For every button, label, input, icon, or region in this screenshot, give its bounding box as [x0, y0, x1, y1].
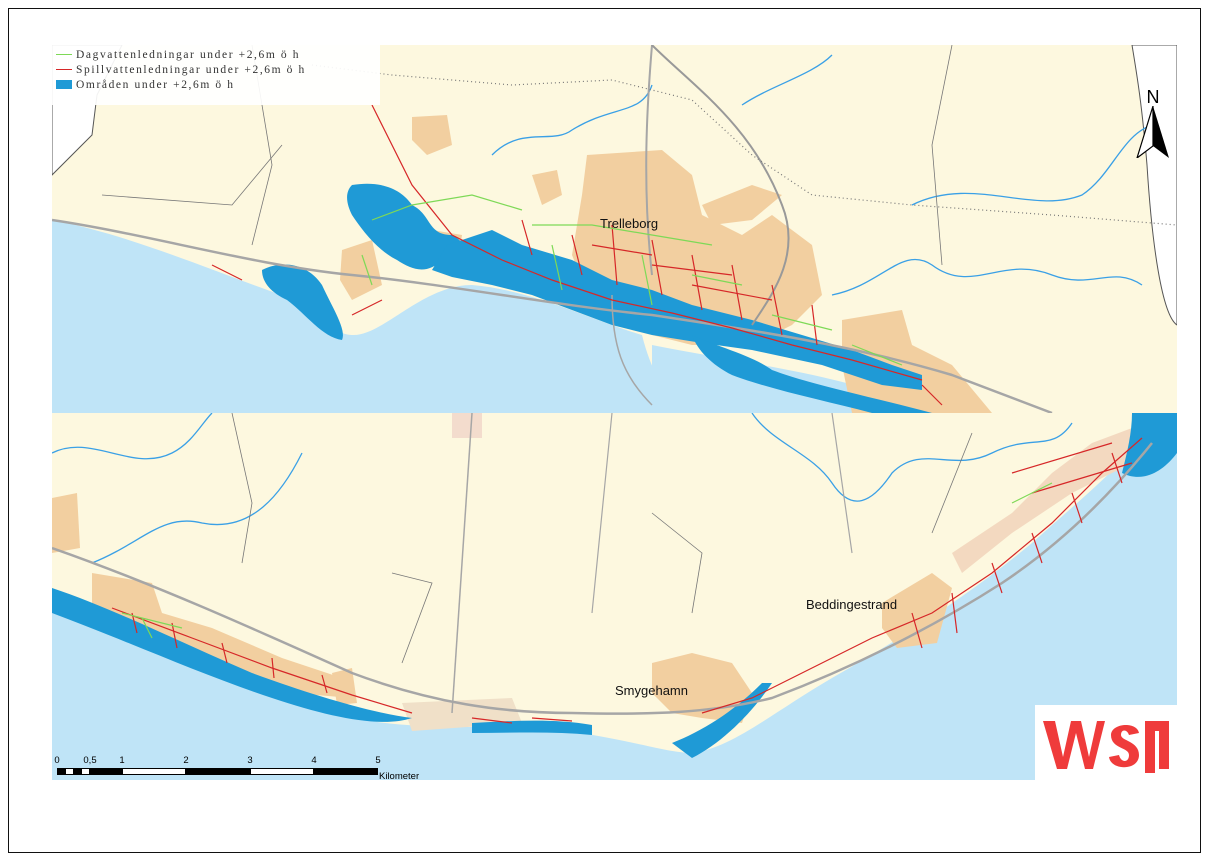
railway-line: [311, 64, 1177, 226]
scale-bar: 0 0,5 1 2 3 4 5 Kilometer: [52, 755, 472, 785]
flood-area: [347, 183, 463, 270]
map-canvas-top: [52, 45, 1177, 413]
scale-tick-label: 0: [54, 755, 60, 766]
urban-beddingestrand: [882, 573, 952, 648]
road: [645, 45, 653, 276]
legend-item-stormwater: Dagvattenledningar under +2,6m ö h: [56, 47, 380, 62]
boundary-line: [931, 432, 973, 534]
storm-pipes: [361, 194, 903, 366]
north-arrow: N: [1130, 87, 1176, 160]
boundary-line: [391, 572, 433, 664]
road-harbour: [611, 294, 653, 406]
urban-area: [332, 668, 357, 705]
flood-area: [472, 720, 592, 735]
legend-item-low-areas: Områden under +2,6m ö h: [56, 77, 380, 92]
wsp-logo: [1035, 705, 1177, 780]
urban-area: [452, 413, 482, 438]
scale-segment: [89, 768, 122, 775]
scale-segment: [186, 768, 250, 775]
flood-area-west: [52, 588, 412, 722]
urban-area: [92, 573, 352, 698]
scale-tick-label: 3: [247, 755, 253, 766]
stream-line: [741, 54, 833, 106]
legend-swatch-blue-fill: [56, 80, 72, 89]
legend-swatch-green-line: [56, 54, 72, 55]
urban-east: [952, 428, 1152, 573]
boundary-line: [651, 512, 703, 614]
north-letter: N: [1146, 87, 1160, 107]
road: [831, 413, 853, 554]
urban-area: [702, 185, 782, 225]
legend-swatch-red-line: [56, 69, 72, 70]
sewer-pipes: [111, 437, 1143, 724]
place-label-beddingestrand: Beddingestrand: [806, 597, 898, 612]
legend-label: Dagvattenledningar under +2,6m ö h: [76, 48, 301, 61]
flood-area: [672, 683, 772, 758]
road-coastal: [52, 442, 1153, 715]
urban-area: [532, 170, 562, 205]
wsp-logo-icon: [1043, 720, 1169, 773]
urban-area: [412, 115, 452, 155]
scale-segment: [122, 768, 186, 775]
map-panel-coast-east[interactable]: [52, 413, 1177, 780]
place-label-trelleborg: Trelleborg: [600, 216, 659, 231]
scale-tick-label: 2: [183, 755, 189, 766]
north-arrow-icon: [1135, 105, 1169, 160]
scale-tick-label: 0,5: [83, 755, 97, 766]
boundary-line: [931, 45, 953, 266]
scale-tick-label: 5: [375, 755, 381, 766]
road: [591, 413, 613, 614]
storm-pipes: [121, 482, 1053, 639]
urban-area: [52, 493, 80, 553]
scale-tick-label: 1: [119, 755, 125, 766]
stream-line: [751, 413, 1073, 502]
map-legend: Dagvattenledningar under +2,6m ö h Spill…: [52, 45, 380, 105]
road-bypass: [651, 45, 790, 326]
scale-segment: [250, 768, 314, 775]
legend-label: Spillvattenledningar under +2,6m ö h: [76, 63, 306, 76]
legend-label: Områden under +2,6m ö h: [76, 78, 235, 91]
outside-area-east: [1131, 45, 1177, 326]
place-label-smygehamn: Smygehamn: [615, 683, 688, 698]
stream-line: [491, 84, 653, 156]
map-canvas-bottom: [52, 413, 1177, 780]
stream-line: [831, 258, 1143, 296]
sea-area: [52, 413, 1177, 780]
stream-line: [91, 452, 303, 564]
flood-area-coast: [432, 230, 922, 390]
boundary-line: [231, 413, 253, 564]
road-coastal: [52, 218, 1053, 413]
road: [451, 413, 473, 714]
scale-segment: [314, 768, 378, 775]
scale-tick-label: 4: [311, 755, 317, 766]
legend-item-sewer: Spillvattenledningar under +2,6m ö h: [56, 62, 380, 77]
boundary-line: [101, 144, 283, 206]
flood-area: [262, 264, 343, 340]
scale-unit-label: Kilometer: [379, 771, 420, 782]
sea-area: [52, 220, 702, 413]
sewer-pipes: [211, 104, 943, 406]
map-panel-trelleborg[interactable]: [52, 45, 1177, 413]
urban-east: [842, 310, 992, 413]
flood-area: [692, 335, 932, 413]
stream-line: [911, 124, 1153, 206]
stream-line: [52, 413, 213, 460]
